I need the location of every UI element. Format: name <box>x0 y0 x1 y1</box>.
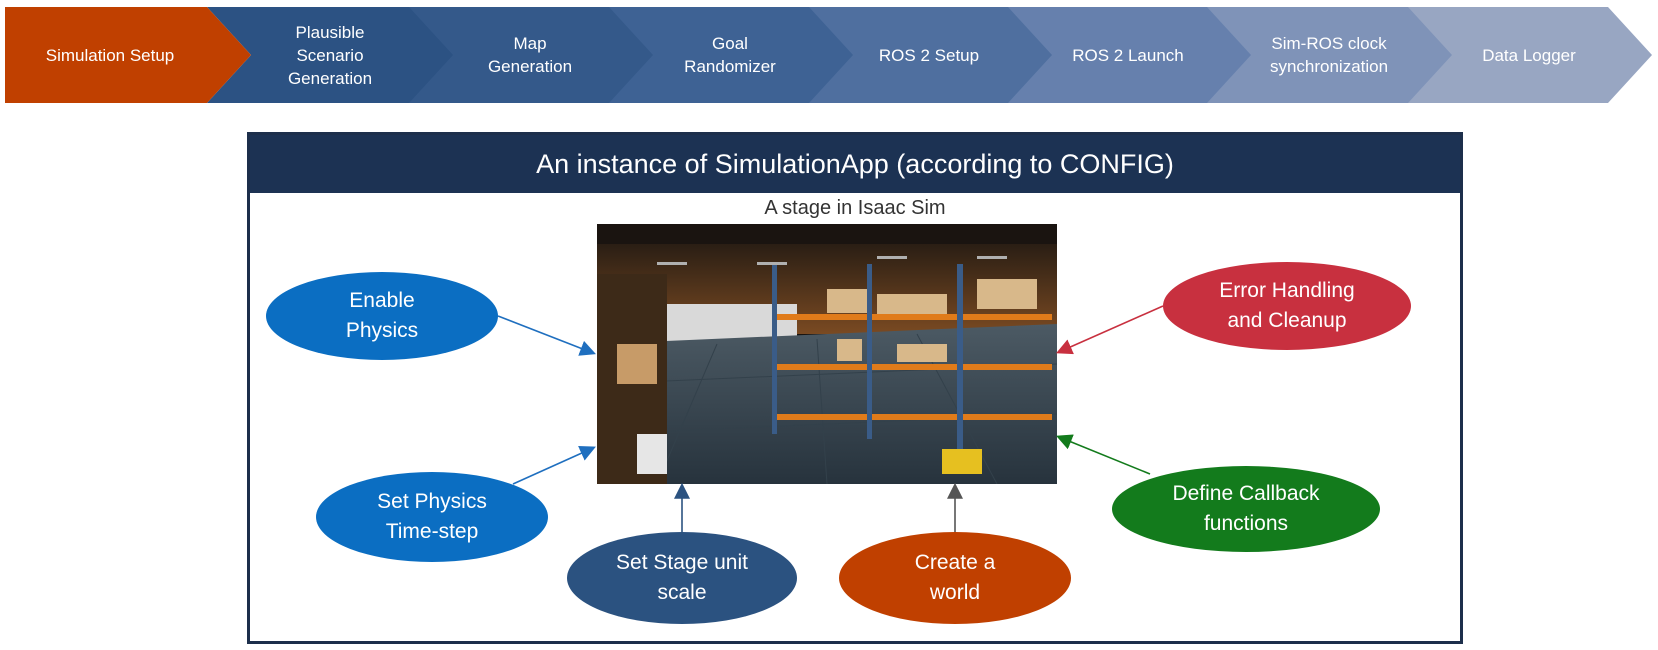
pipeline-step-6: ROS 2 Launch <box>1005 7 1251 103</box>
create-world-label: Create a world <box>914 551 996 604</box>
warehouse-stage-image <box>597 224 1057 484</box>
pipeline-step-label: Sim-ROS clock synchronization <box>1269 34 1389 76</box>
enable-physics-label: Enable Physics <box>345 289 419 342</box>
pipeline-step-2: Plausible Scenario Generation <box>207 7 453 103</box>
error-handling-label: Error Handling and Cleanup <box>1219 279 1355 332</box>
define-callbacks-node: Define Callback functions <box>1112 466 1380 552</box>
set-physics-timestep-label: Set Physics Time-step <box>377 490 487 543</box>
stage-label: A stage in Isaac Sim <box>764 197 946 219</box>
pipeline-step-label: ROS 2 Launch <box>1072 45 1184 65</box>
set-stage-unit-scale-node: Set Stage unit scale <box>567 532 797 624</box>
arrow-define-callbacks <box>1056 434 1151 475</box>
define-callbacks-label: Define Callback functions <box>1172 482 1320 535</box>
enable-physics-node: Enable Physics <box>266 272 498 360</box>
arrow-error-handling <box>1056 305 1164 355</box>
pipeline-step-label: Plausible Scenario Generation <box>287 22 373 88</box>
pipeline-step-label: Goal Randomizer <box>684 34 776 76</box>
arrow-enable-physics <box>497 315 596 356</box>
pipeline-step-1: Simulation Setup <box>5 7 251 103</box>
set-stage-unit-scale-label: Set Stage unit scale <box>616 551 748 604</box>
pipeline-step-label: ROS 2 Setup <box>878 45 980 65</box>
pipeline-step-label: Simulation Setup <box>45 45 175 65</box>
error-handling-node: Error Handling and Cleanup <box>1163 262 1411 350</box>
pipeline-step-label: Map Generation <box>487 34 573 76</box>
arrow-set-physics-timestep <box>512 445 596 485</box>
pipeline-step-label: Data Logger <box>1482 45 1576 65</box>
create-world-node: Create a world <box>839 532 1071 624</box>
panel-title: An instance of SimulationApp (according … <box>250 135 1460 193</box>
set-physics-timestep-node: Set Physics Time-step <box>316 472 548 562</box>
